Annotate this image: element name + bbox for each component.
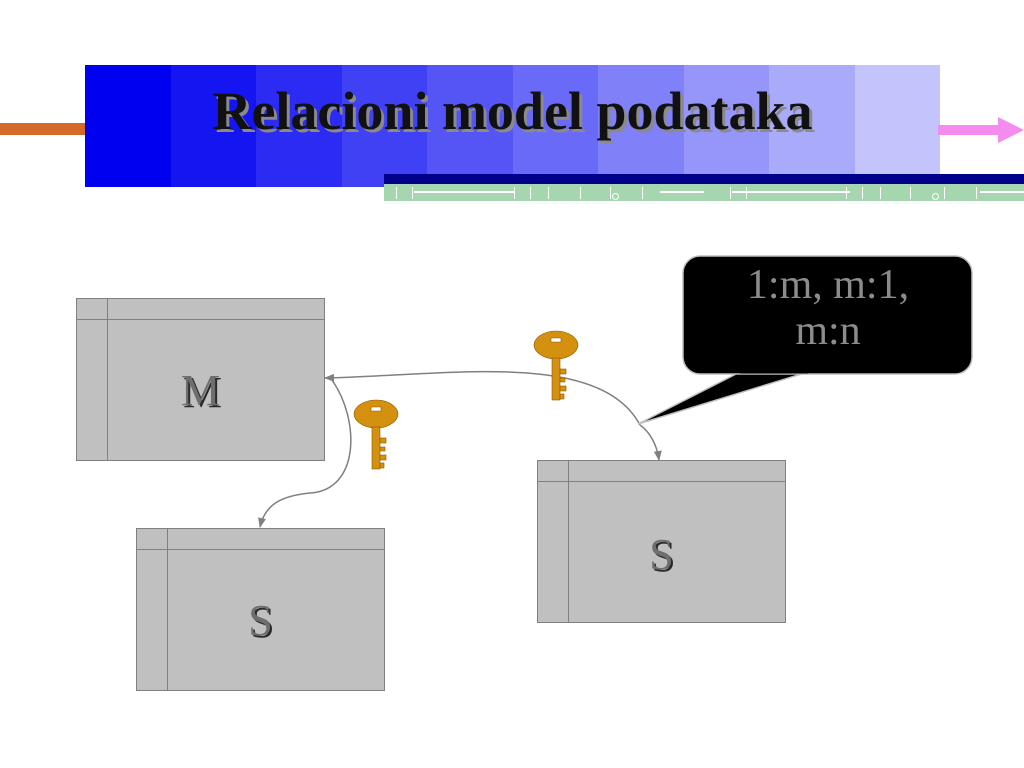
callout-bubble	[637, 255, 973, 425]
ruler-tick	[580, 187, 581, 199]
relationship-callout-text: 1:m, m:1, m:n	[690, 262, 966, 354]
title-banner	[85, 65, 940, 187]
title-banner-segment	[427, 65, 513, 187]
ruler-line	[414, 191, 514, 193]
table-m[interactable]: M	[76, 298, 325, 461]
ruler-line	[732, 191, 850, 193]
ruler-tick	[412, 187, 413, 199]
table-header	[137, 529, 384, 550]
table-column-divider	[568, 461, 569, 622]
ruler-tick	[642, 187, 643, 199]
ruler-tick	[862, 187, 863, 199]
title-banner-segment	[170, 65, 256, 187]
table-header	[77, 299, 324, 320]
ruler-dot	[612, 193, 619, 200]
ruler-tick	[730, 187, 731, 199]
title-banner-segment	[598, 65, 684, 187]
slide-title: Relacioni model podataka	[212, 81, 813, 141]
decor-ruler-strip	[384, 184, 1024, 201]
ruler-tick	[880, 187, 881, 199]
title-banner-segment	[256, 65, 342, 187]
ruler-tick	[944, 187, 945, 199]
title-banner-segment	[854, 65, 940, 187]
decor-arrow-icon	[998, 117, 1024, 143]
table-label: S	[649, 530, 674, 579]
table-label: S	[248, 596, 273, 645]
ruler-tick	[530, 187, 531, 199]
connector-m-to-s-left	[258, 379, 352, 528]
ruler-tick	[396, 187, 397, 199]
ruler-line	[660, 191, 704, 193]
ruler-tick	[610, 187, 611, 199]
ruler-tick	[846, 187, 847, 199]
key-icon	[353, 399, 399, 470]
title-banner-segment	[683, 65, 769, 187]
decor-pink-line	[938, 125, 1000, 135]
ruler-tick	[976, 187, 977, 199]
title-banner-segment	[85, 65, 171, 187]
decor-dark-strip	[384, 174, 1024, 184]
ruler-line	[980, 191, 1024, 193]
connector-m-to-s-right	[324, 370, 641, 426]
title-banner-segment	[341, 65, 427, 187]
ruler-tick	[746, 187, 747, 199]
title-banner-segment	[512, 65, 598, 187]
key-icon	[533, 330, 579, 401]
ruler-dot	[932, 193, 939, 200]
table-column-divider	[167, 529, 168, 690]
table-header	[538, 461, 785, 482]
ruler-tick	[514, 187, 515, 199]
table-s-left[interactable]: S	[136, 528, 385, 691]
ruler-tick	[910, 187, 911, 199]
callout-line-2: m:n	[795, 308, 861, 354]
connector-to-s-right	[639, 424, 662, 461]
callout-line-1: 1:m, m:1,	[746, 262, 910, 308]
table-s-right[interactable]: S	[537, 460, 786, 623]
title-banner-segment	[769, 65, 855, 187]
table-label: M	[180, 366, 221, 415]
ruler-tick	[548, 187, 549, 199]
decor-orange-line	[0, 123, 90, 135]
table-column-divider	[107, 299, 108, 460]
